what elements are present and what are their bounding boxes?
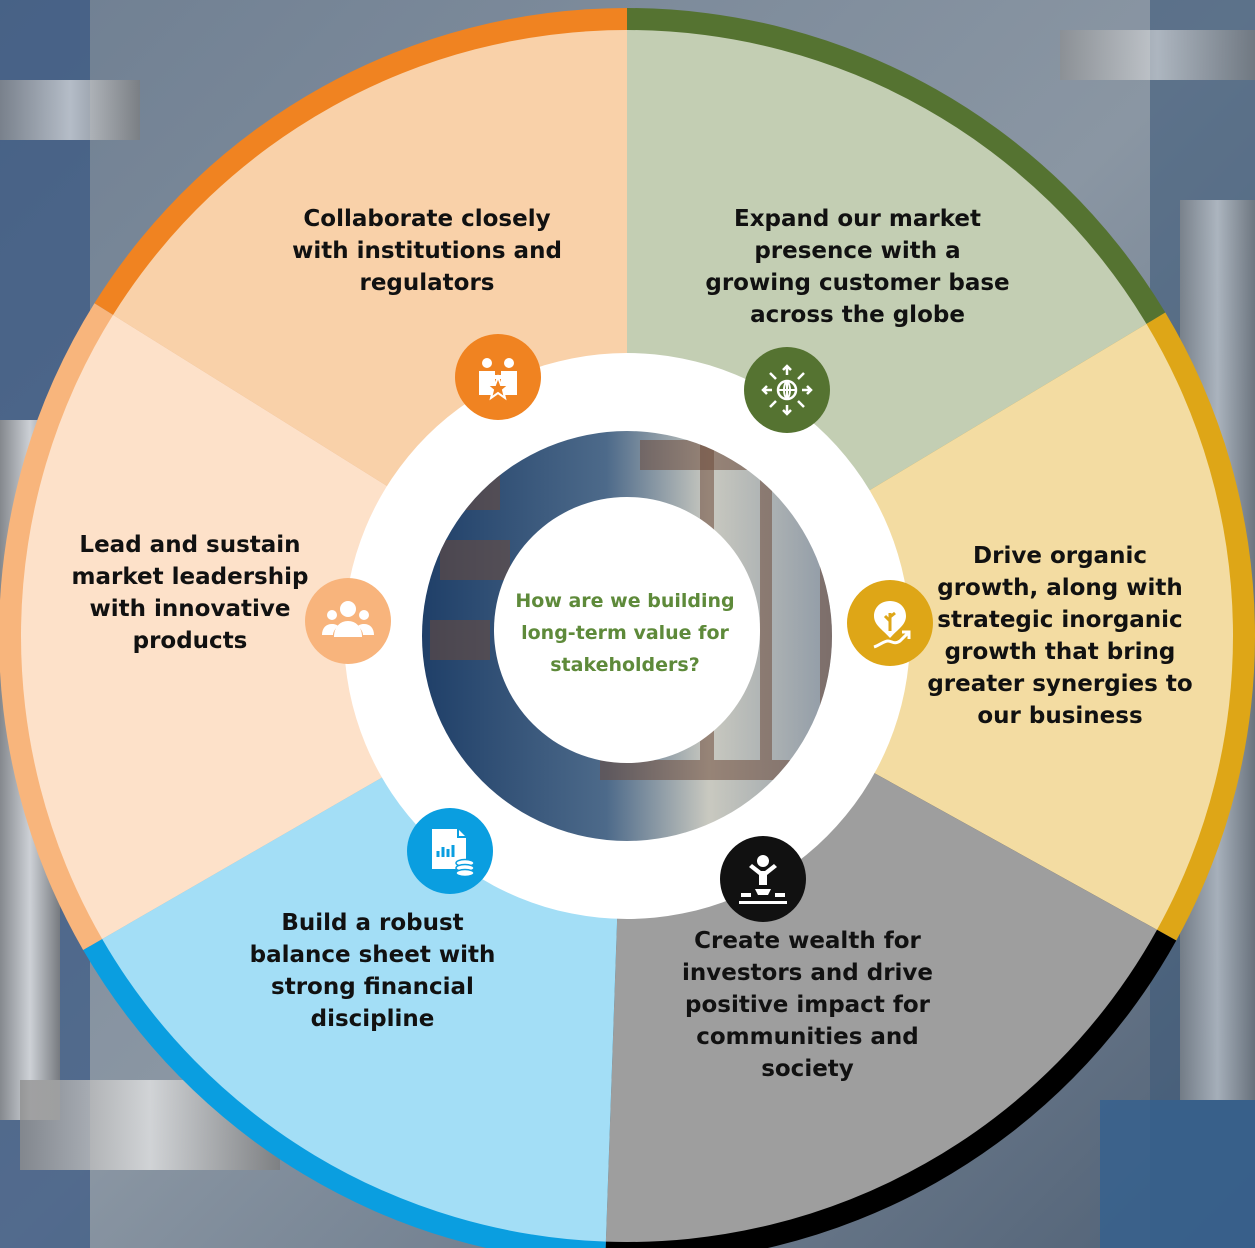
segment-label-expand: Expand our market presence with a growin…	[705, 206, 1010, 328]
center-question: How are we building long-term value for …	[515, 590, 735, 676]
segment-label-collaborate: Collaborate closely with institutions an…	[292, 206, 562, 296]
person-podium-icon	[720, 836, 806, 922]
segment-label-drive: Drive organic growth, along with strateg…	[927, 543, 1193, 729]
plant-growth-icon	[847, 580, 933, 666]
partners-star-icon	[455, 334, 541, 420]
globe-arrows-icon	[744, 347, 830, 433]
center-circle	[494, 497, 760, 763]
segment-label-lead: Lead and sustain market leadership with …	[71, 532, 309, 654]
group-people-icon	[305, 578, 391, 664]
segment-label-balance: Build a robust balance sheet with strong…	[249, 910, 496, 1032]
segment-label-wealth: Create wealth for investors and drive po…	[681, 928, 934, 1082]
report-coins-icon	[407, 808, 493, 894]
